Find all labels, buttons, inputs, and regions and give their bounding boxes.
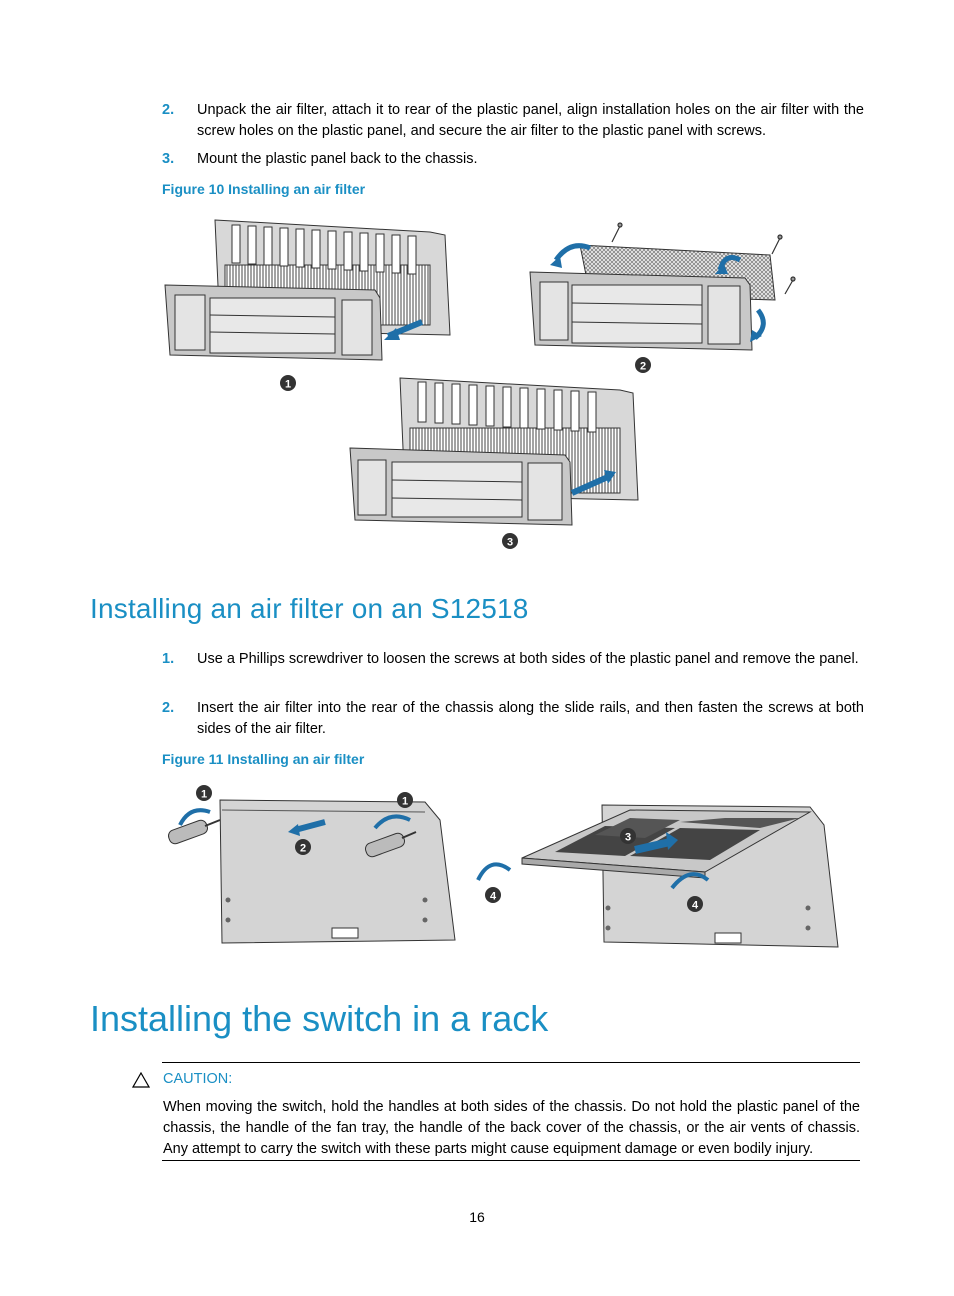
screws [611, 222, 796, 295]
figure-11-caption: Figure 11 Installing an air filter [162, 751, 365, 767]
figure-11-illustration: 1 1 2 3 4 4 [168, 785, 839, 948]
step-number: 2. [162, 700, 175, 716]
plastic-panel-1 [164, 284, 383, 361]
callout-4a: 4 [485, 887, 501, 903]
step-number: 1. [162, 651, 175, 667]
step-text: Mount the plastic panel back to the chas… [197, 151, 478, 167]
callout-label: 2 [300, 843, 306, 855]
callout-label: 2 [640, 361, 646, 373]
callout-2: 2 [295, 839, 311, 855]
plastic-panel-3 [349, 447, 573, 526]
rotate-arrow-2b [717, 255, 742, 271]
rotate-arrow-4b [670, 872, 710, 890]
callout-label: 4 [490, 891, 497, 903]
figure-10-caption: Figure 10 Installing an air filter [162, 181, 366, 197]
chassis-back-left [219, 799, 456, 944]
step-text: Insert the air filter into the rear of t… [197, 700, 864, 737]
step-number: 3. [162, 151, 175, 167]
callout-label: 4 [692, 900, 699, 912]
warning-triangle-icon [132, 1072, 150, 1088]
callout-3: 3 [620, 828, 636, 844]
step-text: Use a Phillips screwdriver to loosen the… [197, 651, 859, 667]
callout-2: 2 [635, 357, 651, 373]
caution-text: When moving the switch, hold the handles… [163, 1099, 860, 1157]
caution-top-rule [162, 1062, 860, 1063]
callout-1a: 1 [196, 785, 212, 801]
screwdriver-left [168, 819, 221, 845]
callout-1b: 1 [397, 792, 413, 808]
remove-arrow-2 [294, 819, 326, 833]
page-number: 16 [469, 1209, 485, 1225]
air-filter-tray [521, 809, 812, 879]
callout-4b: 4 [687, 896, 703, 912]
callout-label: 1 [285, 379, 291, 391]
rotate-arrow-1b [373, 814, 411, 830]
figure-10-illustration: 1 2 [164, 219, 796, 549]
chapter-heading: Installing the switch in a rack [90, 998, 549, 1039]
rotate-arrow-4a [476, 862, 512, 881]
step-text: Unpack the air filter, attach it to rear… [197, 102, 864, 139]
callout-label: 3 [625, 832, 631, 844]
section-heading: Installing an air filter on an S12518 [90, 593, 529, 624]
rotate-arrow-1a [178, 808, 211, 826]
caution-label: CAUTION: [163, 1071, 233, 1087]
callout-label: 1 [402, 796, 408, 808]
step-number: 2. [162, 102, 175, 118]
insert-arrow-3 [570, 473, 612, 496]
rotate-arrow-2a [553, 243, 591, 262]
callout-1: 1 [280, 375, 296, 391]
callout-3: 3 [502, 533, 518, 549]
screwdriver-right [365, 831, 417, 858]
caution-bottom-rule [162, 1160, 860, 1161]
callout-label: 1 [201, 789, 207, 801]
insert-arrow-3 [634, 838, 671, 854]
callout-label: 3 [507, 537, 513, 549]
